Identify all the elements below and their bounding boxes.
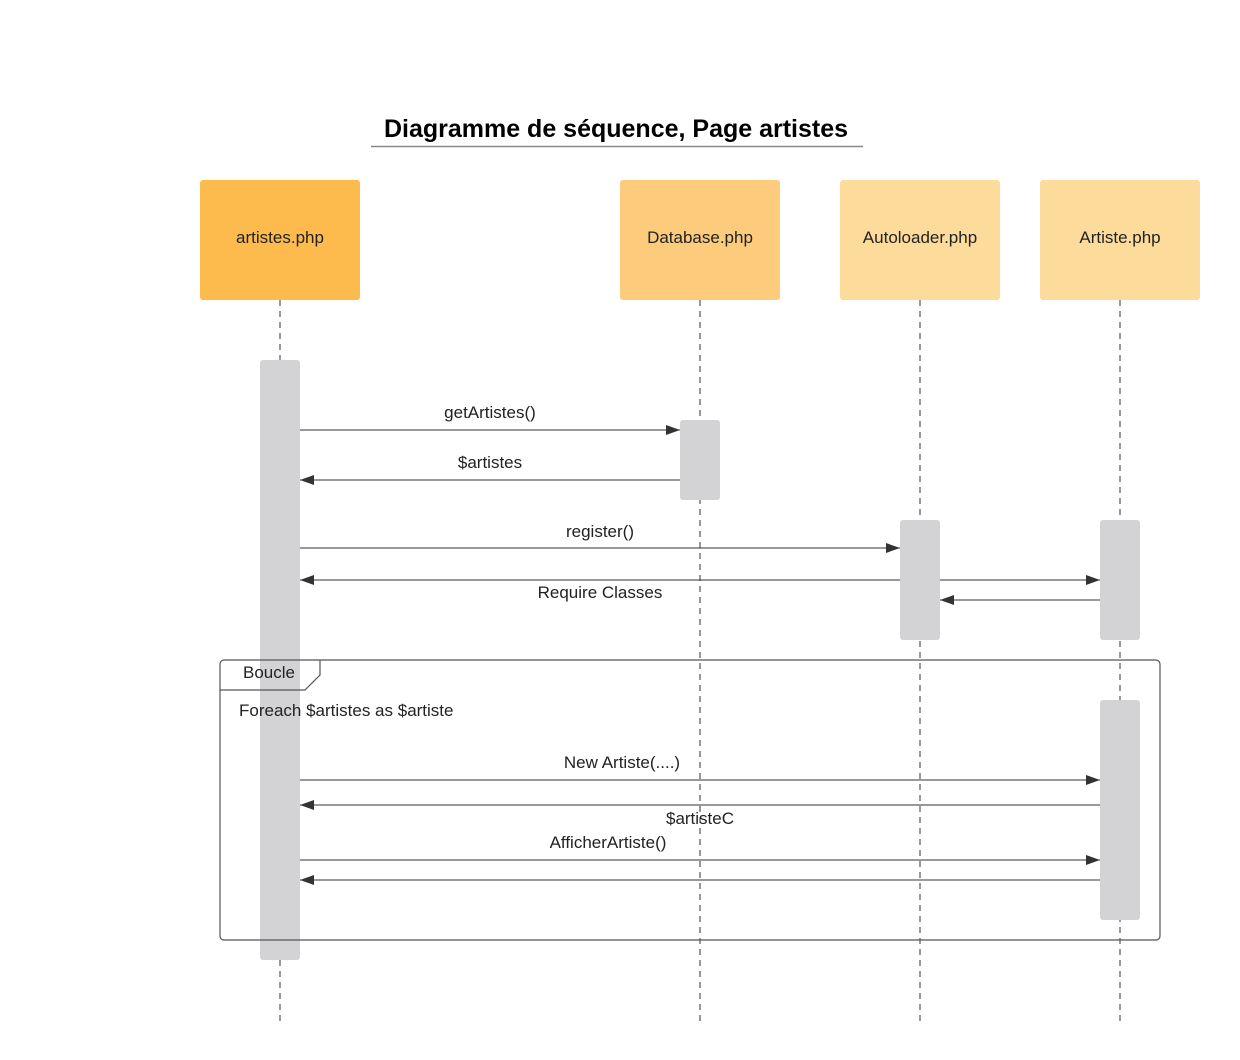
message-label: $artistes — [458, 453, 522, 472]
message-get-artistes: getArtistes() — [300, 403, 680, 435]
message-label: getArtistes() — [444, 403, 536, 422]
participant-autoloader: Autoloader.php — [840, 180, 1000, 300]
loop-frame-label: Boucle — [243, 663, 295, 682]
participant-database: Database.php — [620, 180, 780, 300]
message-label: Require Classes — [538, 583, 663, 602]
participant-label: artistes.php — [236, 228, 324, 247]
participant-artistes: artistes.php — [200, 180, 360, 300]
message-afficher-artiste: AfficherArtiste() — [300, 833, 1100, 865]
message-artistes-return: $artistes — [300, 453, 680, 485]
activation-artiste-1 — [1100, 520, 1140, 640]
message-label: AfficherArtiste() — [550, 833, 667, 852]
message-new-artiste: New Artiste(....) — [300, 753, 1100, 785]
participant-artiste: Artiste.php — [1040, 180, 1200, 300]
message-label: register() — [566, 522, 634, 541]
loop-frame-condition: Foreach $artistes as $artiste — [239, 701, 453, 720]
participant-label: Artiste.php — [1079, 228, 1160, 247]
message-artistec-return: $artisteC — [300, 800, 1100, 828]
message-label: $artisteC — [666, 809, 734, 828]
message-register: register() — [300, 522, 900, 553]
participant-label: Autoloader.php — [863, 228, 977, 247]
participant-label: Database.php — [647, 228, 753, 247]
activation-artiste-2 — [1100, 700, 1140, 920]
activation-autoloader — [900, 520, 940, 640]
message-label: New Artiste(....) — [564, 753, 680, 772]
loop-frame: Boucle Foreach $artistes as $artiste — [219, 659, 1161, 941]
diagram-title: Diagramme de séquence, Page artistes — [384, 115, 848, 143]
activation-database — [680, 420, 720, 500]
message-require-classes: Require Classes — [300, 575, 900, 602]
